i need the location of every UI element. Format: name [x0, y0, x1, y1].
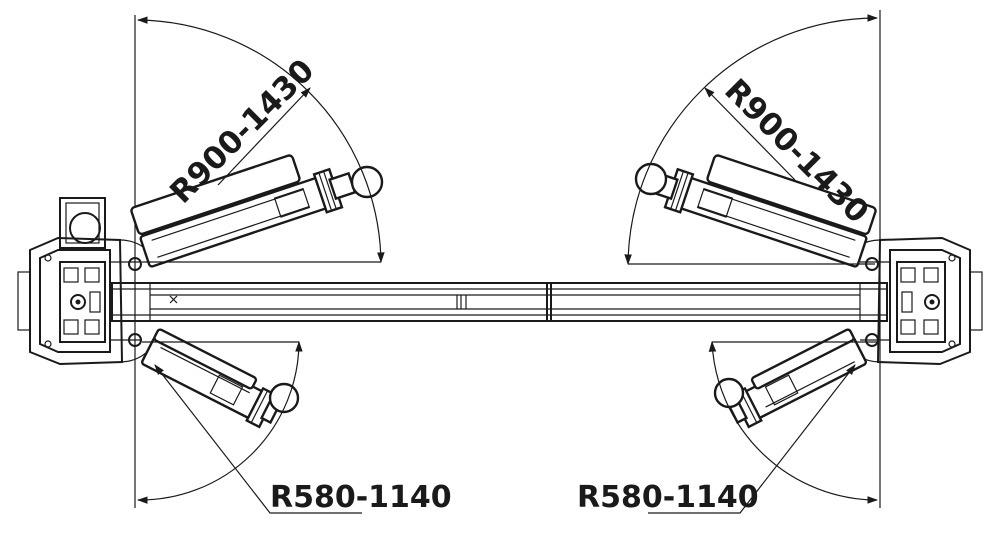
radius-leader-top-left [217, 87, 311, 186]
arm-bottom-right [727, 328, 867, 429]
left-post [17, 197, 156, 366]
swing-arc-bottom-right [708, 340, 879, 504]
radius-label-bottom-left: R580-1140 [270, 480, 452, 515]
arm-pad-top-left [350, 165, 384, 199]
swing-arc-bottom-left [136, 340, 303, 504]
radius-leader-bottom-left [154, 364, 362, 514]
swing-arc-top-right [624, 14, 879, 266]
right-post [844, 236, 983, 366]
arm-bottom-left [141, 328, 281, 429]
center-beam [111, 282, 888, 322]
arm-top-left [130, 154, 357, 268]
radius-leader-bottom-right [648, 364, 856, 514]
radius-label-bottom-right: R580-1140 [577, 480, 759, 515]
radius-leader-top-right [704, 87, 796, 181]
